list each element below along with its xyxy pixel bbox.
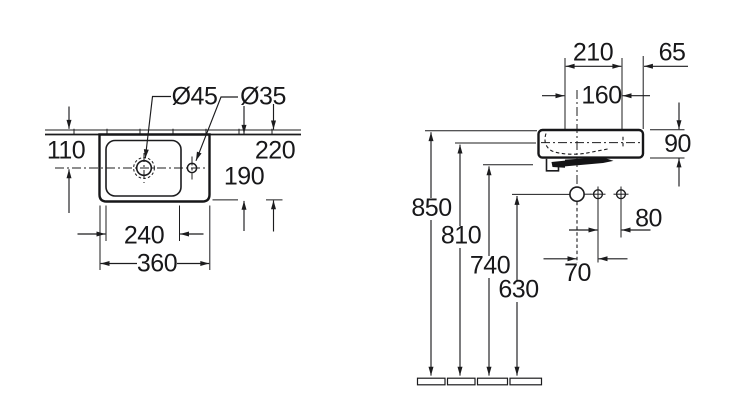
- dim-220: 220: [255, 104, 296, 232]
- trap-body: [551, 160, 565, 168]
- dim-850: 850: [409, 132, 454, 376]
- dim-810: 810: [439, 144, 483, 376]
- drain-hole: [569, 186, 585, 203]
- dim-740: 740: [468, 166, 512, 376]
- dim-110: 110: [47, 106, 86, 213]
- floor-line: [416, 377, 543, 386]
- tap-hole-label: Ø45: [172, 83, 218, 111]
- dim-810-label: 810: [441, 222, 481, 250]
- plan-view: Ø45 Ø35 110 190 220 240: [45, 83, 301, 278]
- dim-90-label: 90: [664, 130, 691, 158]
- dim-190: 190: [224, 106, 265, 231]
- dim-240-label: 240: [124, 222, 164, 250]
- dim-360: 360: [99, 205, 211, 278]
- dim-110-label: 110: [47, 137, 85, 165]
- dim-850-label: 850: [411, 194, 451, 222]
- mount-hole-leader: [195, 96, 238, 162]
- front-view: 210 65 160: [409, 39, 691, 386]
- dim-65-label: 65: [659, 39, 686, 67]
- dim-160: 160: [542, 82, 650, 110]
- mount-hole: [186, 162, 198, 174]
- mount-hole-label: Ø35: [240, 83, 286, 111]
- dim-210: 210: [565, 39, 622, 69]
- dim-630: 630: [496, 195, 540, 376]
- dim-630-label: 630: [498, 276, 538, 304]
- dim-740-label: 740: [470, 252, 510, 280]
- dim-80-label: 80: [635, 205, 662, 233]
- basin-outline-plan: [98, 133, 211, 203]
- dim-360-label: 360: [137, 250, 177, 278]
- trap-outline: [545, 158, 560, 172]
- bowl-hidden-line: [544, 133, 609, 155]
- dim-160-label: 160: [581, 82, 621, 110]
- basin-outline-front: [537, 128, 645, 159]
- dim-240: 240: [77, 205, 204, 250]
- dim-90: 90: [650, 102, 691, 187]
- tap-hole: [135, 159, 153, 177]
- dim-65: 65: [643, 39, 688, 69]
- dim-70-label: 70: [564, 259, 591, 287]
- dim-210-label: 210: [573, 39, 613, 67]
- tap-hole-leader: [143, 95, 171, 159]
- dim-190-label: 190: [224, 163, 264, 191]
- dim-220-label: 220: [255, 137, 295, 165]
- dim-70: 70: [543, 256, 628, 287]
- dim-80: 80: [569, 205, 662, 233]
- outlet-spout: [565, 157, 614, 167]
